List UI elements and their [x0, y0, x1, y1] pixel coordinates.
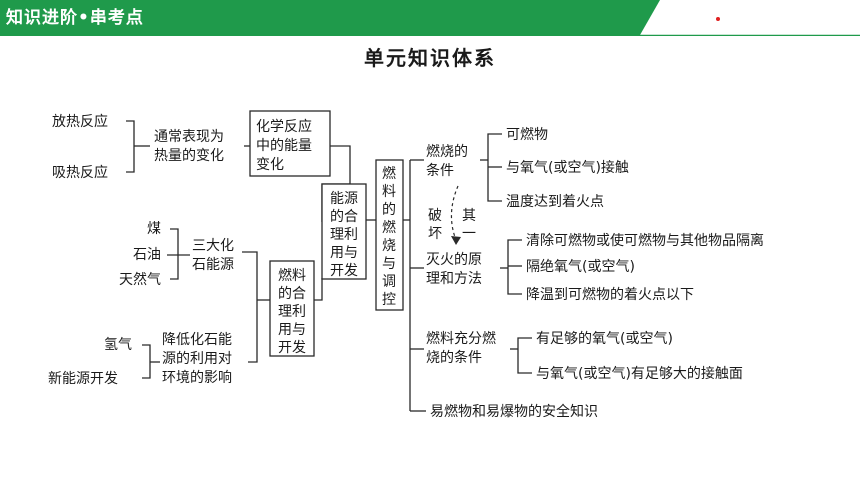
extinguish-line-2: 理和方法 — [426, 271, 482, 287]
destroy-char-1: 破 — [428, 208, 442, 224]
fuel-box-line-3: 理利 — [278, 304, 306, 320]
combustion-char-6: 与 — [382, 256, 396, 272]
conditions-line-2: 条件 — [426, 162, 454, 179]
conditions-line-1: 燃烧的 — [426, 143, 468, 160]
new-energy-label: 新能源开发 — [48, 371, 118, 387]
energy-use-box — [321, 183, 367, 280]
combustion-char-1: 燃 — [382, 165, 396, 182]
banner-green-band — [0, 0, 660, 35]
fuel-box-line-1: 燃料 — [278, 267, 306, 284]
fossil-three-line-2: 石能源 — [192, 257, 234, 273]
fuel-box-line-5: 开发 — [278, 340, 306, 356]
destroy-char-2: 坏 — [428, 226, 442, 242]
reduce-line-2: 源的利用对 — [162, 351, 232, 367]
energy-box-line-3: 理利 — [330, 227, 358, 243]
combustion-char-3: 的 — [382, 202, 396, 218]
oil-label: 石油 — [133, 247, 161, 263]
coal-label: 煤 — [147, 221, 161, 237]
fullburn-bracket — [517, 337, 532, 374]
condition-fuel: 可燃物 — [506, 126, 548, 143]
fuel-box-line-2: 的合 — [278, 286, 306, 302]
energy-box-line-2: 的合 — [330, 209, 358, 225]
combustion-char-8: 控 — [382, 292, 396, 308]
extinguish-method-remove: 清除可燃物或使可燃物与其他物品隔离 — [526, 232, 764, 249]
fuel-use-box — [269, 260, 315, 357]
fossil-bracket — [170, 228, 179, 280]
destroy-arrow-path — [450, 185, 459, 241]
extinguish-line-1: 灭火的原 — [426, 252, 482, 268]
fossil-three-line-1: 三大化 — [192, 238, 234, 254]
one-of-char-2: 一 — [462, 226, 476, 242]
energy-change-line-1: 化学反应 — [256, 118, 312, 135]
reduce-line-3: 环境的影响 — [162, 370, 232, 386]
extinguish-method-isolate: 隔绝氧气(或空气) — [526, 259, 635, 275]
manifest-line-1: 通常表现为 — [154, 129, 224, 145]
combustion-char-5: 烧 — [382, 238, 396, 254]
energy-change-line-3: 变化 — [256, 157, 284, 173]
extinguish-bracket — [507, 239, 522, 295]
fullburn-line-2: 烧的条件 — [426, 349, 482, 366]
energy-box-line-1: 能源 — [330, 191, 358, 207]
fossil-to-fuel-bracket — [242, 251, 258, 363]
endothermic-label: 吸热反应 — [52, 164, 108, 181]
energy-change-box — [249, 110, 331, 177]
energy-change-line-2: 中的能量 — [256, 138, 312, 154]
banner-background — [0, 0, 860, 36]
exothermic-label: 放热反应 — [52, 113, 108, 130]
extinguish-method-cool: 降温到可燃物的着火点以下 — [526, 286, 694, 303]
one-of-char-1: 其 — [462, 208, 476, 224]
fuel-box-line-4: 用与 — [278, 322, 306, 338]
energy-box-line-4: 用与 — [330, 245, 358, 261]
banner-title: 知识进阶•串考点 — [6, 8, 144, 28]
fullburn-oxygen: 有足够的氧气(或空气) — [536, 331, 673, 347]
reduce-line-1: 降低化石能 — [162, 332, 232, 348]
destroy-arrow-head — [451, 236, 461, 245]
hydrogen-label: 氢气 — [104, 337, 132, 353]
combustion-char-4: 燃 — [382, 219, 396, 236]
combustion-control-box — [375, 159, 404, 311]
reduce-bracket — [142, 344, 151, 379]
heat-bracket — [126, 120, 135, 173]
energy-box-line-5: 开发 — [330, 263, 358, 279]
fullburn-contact: 与氧气(或空气)有足够大的接触面 — [536, 365, 743, 382]
natural-gas-label: 天然气 — [119, 271, 161, 288]
safety-knowledge: 易燃物和易爆物的安全知识 — [430, 403, 598, 420]
red-dot-mark — [716, 17, 720, 21]
manifest-line-2: 热量的变化 — [154, 148, 224, 164]
combustion-char-7: 调 — [382, 274, 396, 290]
condition-oxygen: 与氧气(或空气)接触 — [506, 159, 629, 176]
combustion-char-2: 料 — [382, 184, 396, 200]
fullburn-line-1: 燃料充分燃 — [426, 330, 496, 347]
condition-temperature: 温度达到着火点 — [506, 194, 604, 210]
page-title: 单元知识体系 — [364, 46, 496, 70]
fuel-to-energy-link — [314, 278, 323, 301]
combustion-control-text: 燃 料 的 燃 烧 与 调 控 — [382, 165, 396, 308]
